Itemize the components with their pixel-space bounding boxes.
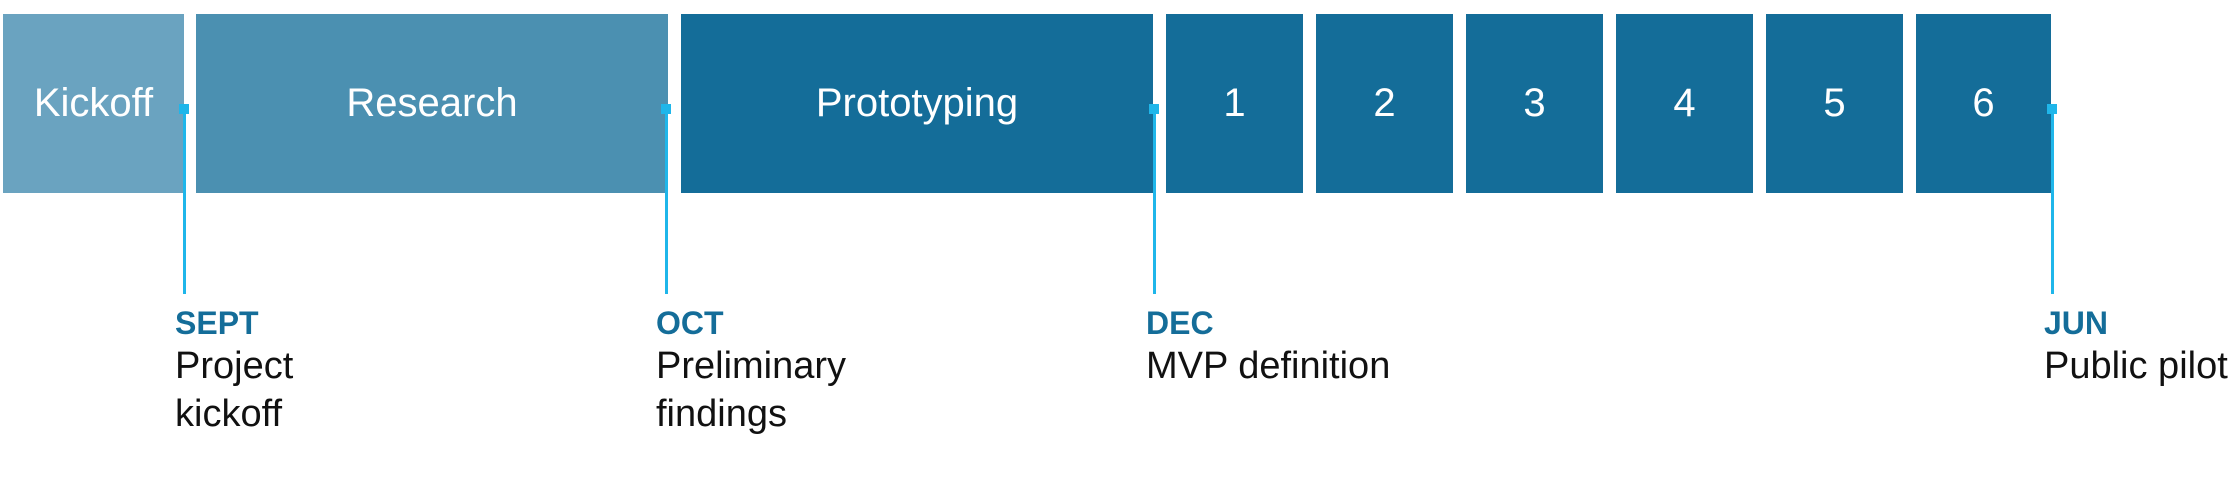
milestone-month: SEPT [175,305,259,341]
phase-sprint-6: 6 [1916,14,2051,193]
phase-sprint-1: 1 [1166,14,1303,193]
milestone-dot [1149,104,1159,114]
milestone-dot [2047,104,2057,114]
phase-kickoff: Kickoff [3,14,184,193]
milestone-month: DEC [1146,305,1214,341]
milestone-description: Project kickoff [175,345,294,435]
milestone-line [1153,108,1156,294]
milestone-dot [661,104,671,114]
milestone-dec: DEC MVP definition [1146,304,1390,390]
phase-sprint-2: 2 [1316,14,1453,193]
phase-sprint-3: 3 [1466,14,1603,193]
milestone-description: Preliminary findings [656,345,847,435]
milestone-dot [179,104,189,114]
milestone-line [183,108,186,294]
phase-prototyping: Prototyping [681,14,1153,193]
phase-research: Research [196,14,668,193]
milestone-sept: SEPT Project kickoff [175,304,293,438]
milestone-oct: OCT Preliminary findings [656,304,846,438]
phase-sprint-4: 4 [1616,14,1753,193]
milestone-month: OCT [656,305,724,341]
milestone-line [2051,108,2054,294]
milestone-line [665,108,668,294]
milestone-month: JUN [2044,305,2109,341]
milestone-jun: JUN Public pilot [2044,304,2228,390]
phase-sprint-5: 5 [1766,14,1903,193]
milestone-description: Public pilot [2044,345,2228,387]
milestone-description: MVP definition [1146,345,1391,387]
